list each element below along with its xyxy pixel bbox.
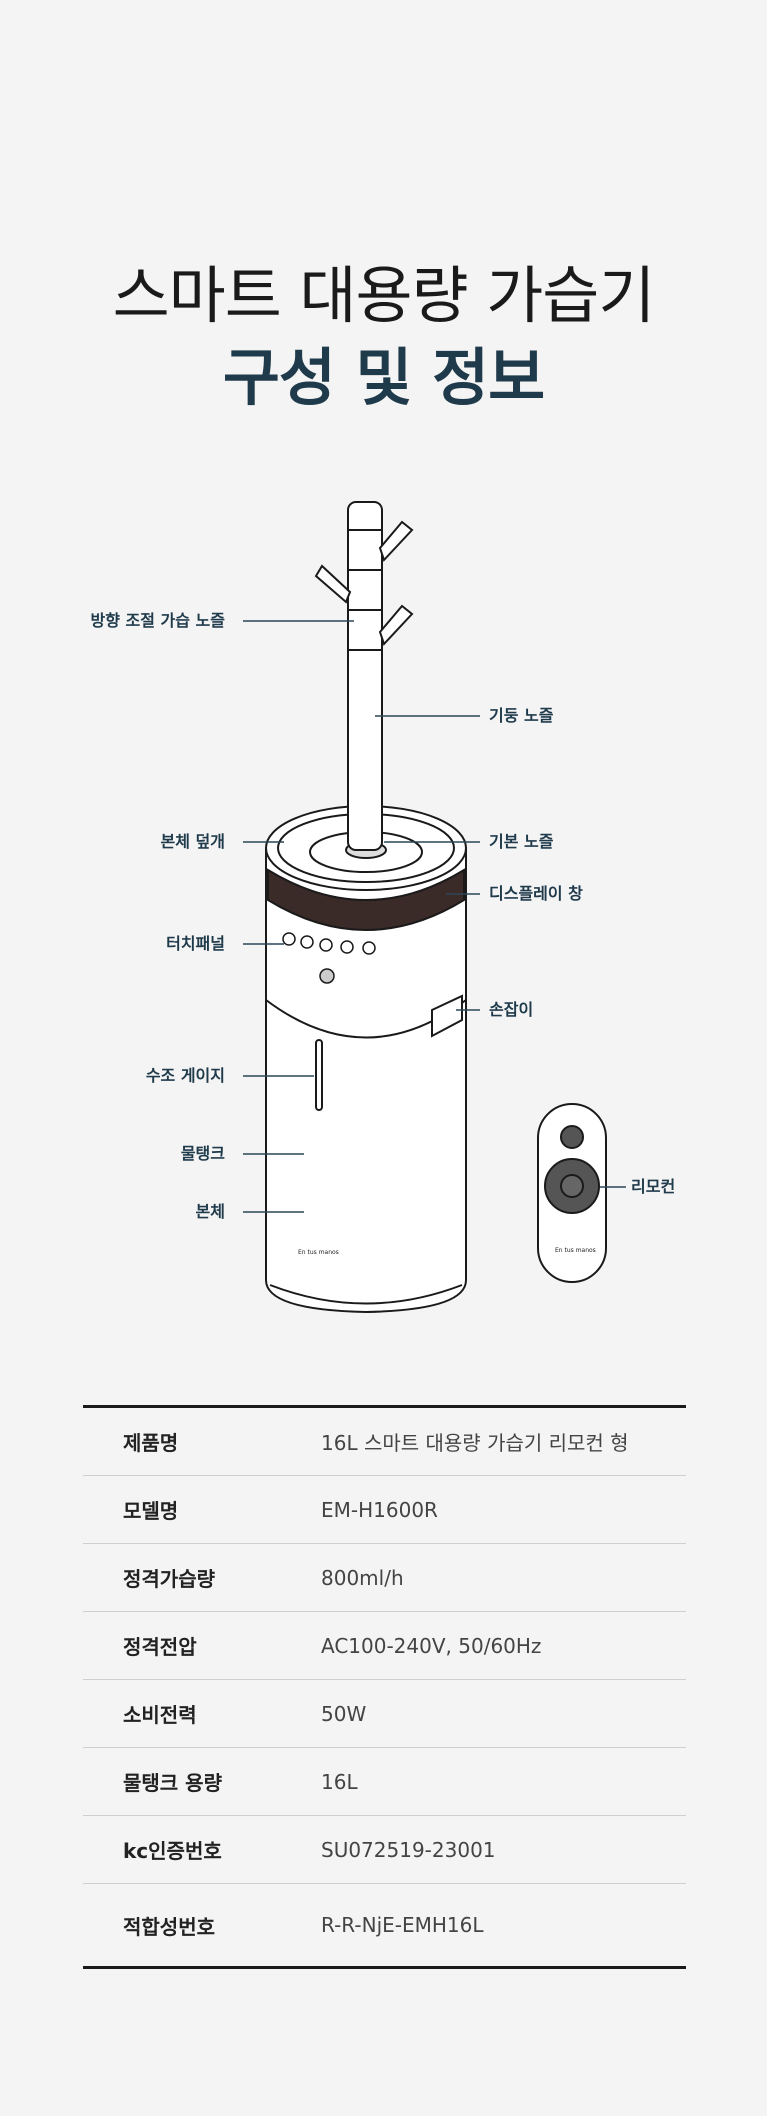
spec-value: 50W	[321, 1701, 367, 1726]
label-water-gauge: 수조 게이지	[145, 1066, 225, 1085]
spec-label: 소비전력	[123, 1703, 197, 1727]
label-display-window: 디스플레이 창	[489, 884, 583, 903]
label-touch-panel: 터치패널	[166, 934, 225, 953]
spec-row: 정격가습량 800ml/h	[83, 1544, 686, 1612]
page-title-line1: 스마트 대용량 가습기	[112, 259, 656, 332]
spec-label: 모델명	[123, 1499, 179, 1523]
spec-row: 소비전력 50W	[83, 1680, 686, 1748]
pillar-nozzle	[347, 501, 383, 851]
page-title-line2: 구성 및 정보	[222, 341, 545, 414]
remote-logo: En tus manos	[555, 1247, 596, 1254]
spec-value: AC100-240V, 50/60Hz	[321, 1633, 542, 1658]
spec-label: 적합성번호	[123, 1914, 215, 1939]
spec-label: 물탱크 용량	[123, 1771, 222, 1795]
spec-row: 모델명 EM-H1600R	[83, 1476, 686, 1544]
spec-row: kc인증번호 SU072519-23001	[83, 1816, 686, 1884]
spec-row: 정격전압 AC100-240V, 50/60Hz	[83, 1612, 686, 1680]
label-water-tank: 물탱크	[180, 1144, 225, 1163]
spec-row: 제품명 16L 스마트 대용량 가습기 리모컨 형	[83, 1408, 686, 1476]
spec-row: 적합성번호 R-R-NjE-EMH16L	[83, 1884, 686, 1966]
water-gauge	[315, 1039, 323, 1111]
humidifier-body	[265, 847, 467, 1314]
spec-label: kc인증번호	[123, 1839, 222, 1863]
spec-label: 제품명	[123, 1431, 179, 1455]
spec-row: 물탱크 용량 16L	[83, 1748, 686, 1816]
spec-value: 800ml/h	[321, 1565, 404, 1590]
spec-value: 16L 스마트 대용량 가습기 리모컨 형	[321, 1431, 629, 1455]
display-window	[267, 868, 465, 931]
label-body: 본체	[195, 1202, 225, 1221]
label-pillar-nozzle: 기둥 노즐	[489, 706, 554, 725]
label-remote: 리모컨	[631, 1177, 676, 1196]
label-handle: 손잡이	[489, 1000, 534, 1019]
spec-label: 정격가습량	[123, 1567, 215, 1591]
label-body-cover: 본체 덮개	[160, 832, 225, 851]
label-direction-nozzle: 방향 조절 가습 노즐	[90, 611, 225, 630]
label-base-nozzle: 기본 노즐	[489, 832, 554, 851]
leader-lines	[243, 620, 626, 1213]
spec-value: EM-H1600R	[321, 1497, 438, 1522]
spec-value: SU072519-23001	[321, 1837, 496, 1862]
touch-panel	[282, 932, 376, 984]
spec-label: 정격전압	[123, 1635, 197, 1659]
handle	[431, 994, 463, 1038]
spec-table-top-rule	[83, 1405, 686, 1408]
spec-value: 16L	[321, 1769, 358, 1794]
spec-value: R-R-NjE-EMH16L	[321, 1913, 484, 1937]
spec-table-bottom-rule	[83, 1966, 686, 1969]
direction-nozzle	[378, 520, 414, 562]
body-logo: En tus manos	[298, 1249, 339, 1256]
